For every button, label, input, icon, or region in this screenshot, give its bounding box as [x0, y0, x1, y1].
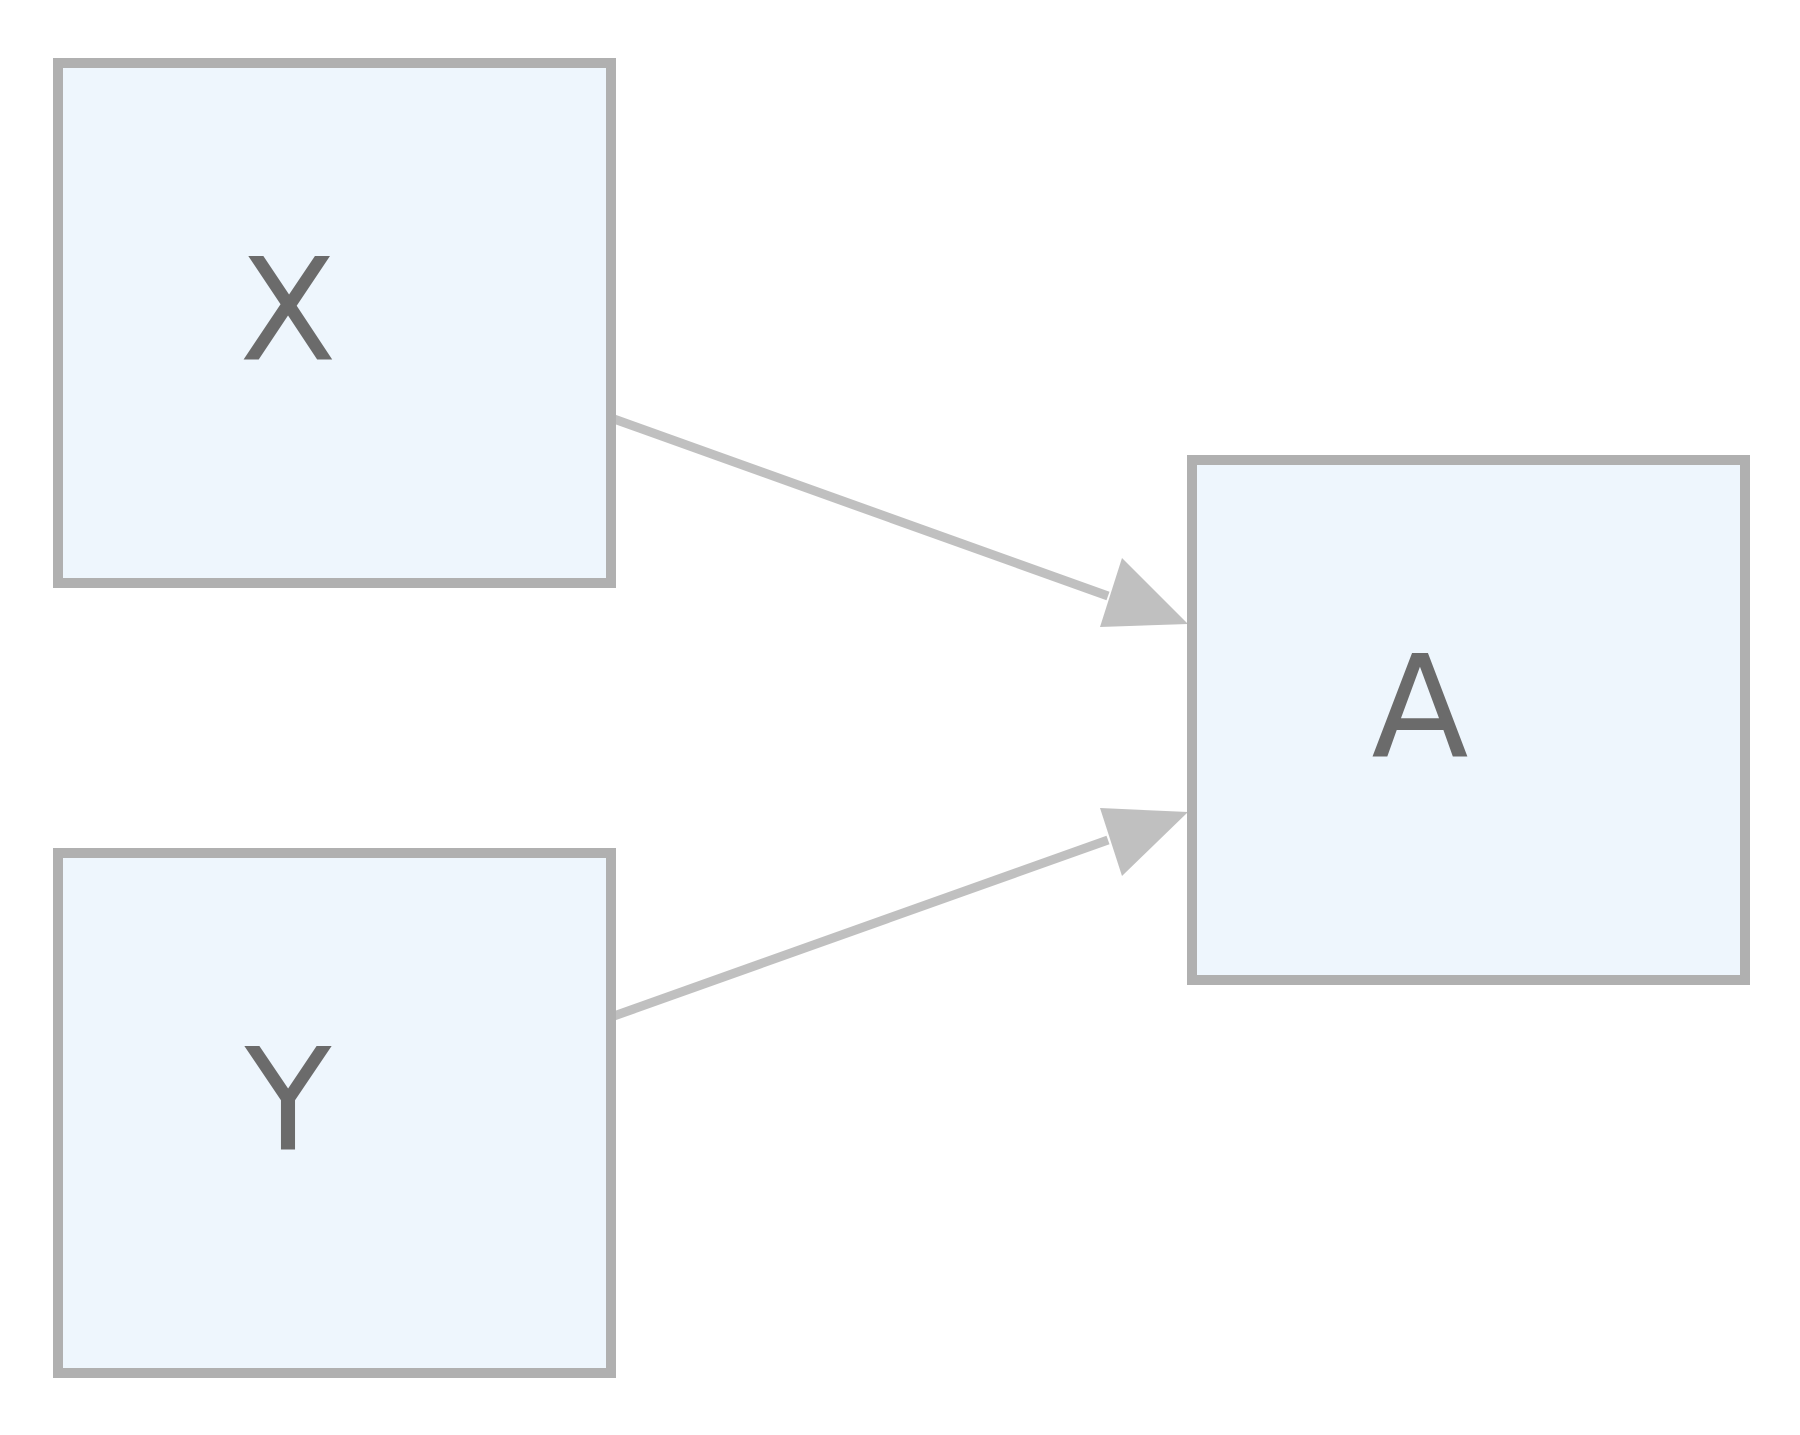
node-y-label: Y [244, 1019, 333, 1184]
node-a-box [1187, 455, 1750, 985]
diagram-nodes: X Y A [53, 58, 1750, 1378]
diagram-edges [612, 414, 1188, 1021]
node-a-label: A [1371, 626, 1468, 791]
edge-x-to-a [612, 414, 1188, 627]
edge-x-to-a-arrowhead [1100, 558, 1188, 627]
node-x-label: X [239, 229, 336, 394]
node-a: A [1187, 455, 1750, 985]
node-x: X [53, 58, 616, 588]
node-y-box [53, 848, 616, 1378]
edge-y-to-a-line [612, 835, 1110, 1021]
node-x-box [53, 58, 616, 588]
edge-x-to-a-line [612, 414, 1110, 601]
edge-y-to-a [612, 808, 1188, 1021]
edge-y-to-a-arrowhead [1100, 808, 1188, 876]
node-y: Y [53, 848, 616, 1378]
